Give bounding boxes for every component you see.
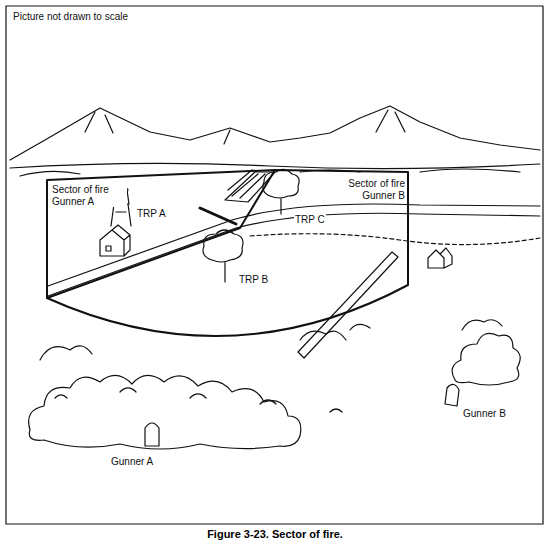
mountain-shading xyxy=(85,110,405,144)
bush-texture xyxy=(55,388,342,412)
bridge xyxy=(200,208,236,224)
stream xyxy=(250,234,540,245)
tree xyxy=(203,230,243,282)
sector-boundary xyxy=(47,170,275,298)
gunner-position xyxy=(445,384,459,406)
figure-caption: Figure 3-23. Sector of fire. xyxy=(0,528,550,540)
sector-label: Sector of fire Gunner A xyxy=(51,184,127,207)
gunner-label: Gunner A xyxy=(110,456,154,468)
gunner-position xyxy=(145,423,159,446)
note: Picture not drawn to scale xyxy=(12,11,129,23)
foreground-bushes xyxy=(452,333,520,385)
picture-frame xyxy=(6,6,543,524)
foreground-bushes xyxy=(29,375,301,449)
bush-tops xyxy=(462,320,502,330)
house xyxy=(428,248,452,268)
gunner-label: Gunner B xyxy=(462,408,507,420)
tree xyxy=(263,169,299,214)
horizon-line xyxy=(10,163,540,168)
fallen-log xyxy=(298,252,398,358)
bush-tops xyxy=(40,324,370,360)
sector-label: Sector of fire Gunner B xyxy=(330,178,406,201)
trp-label: TRP A xyxy=(136,208,167,220)
house xyxy=(100,225,130,256)
road-edge xyxy=(48,213,540,296)
trp-label: TRP C xyxy=(294,214,326,226)
road-edge xyxy=(48,204,540,286)
trp-label: TRP B xyxy=(238,274,269,286)
mountain-ridge xyxy=(10,106,540,160)
sector-outline xyxy=(47,170,408,336)
